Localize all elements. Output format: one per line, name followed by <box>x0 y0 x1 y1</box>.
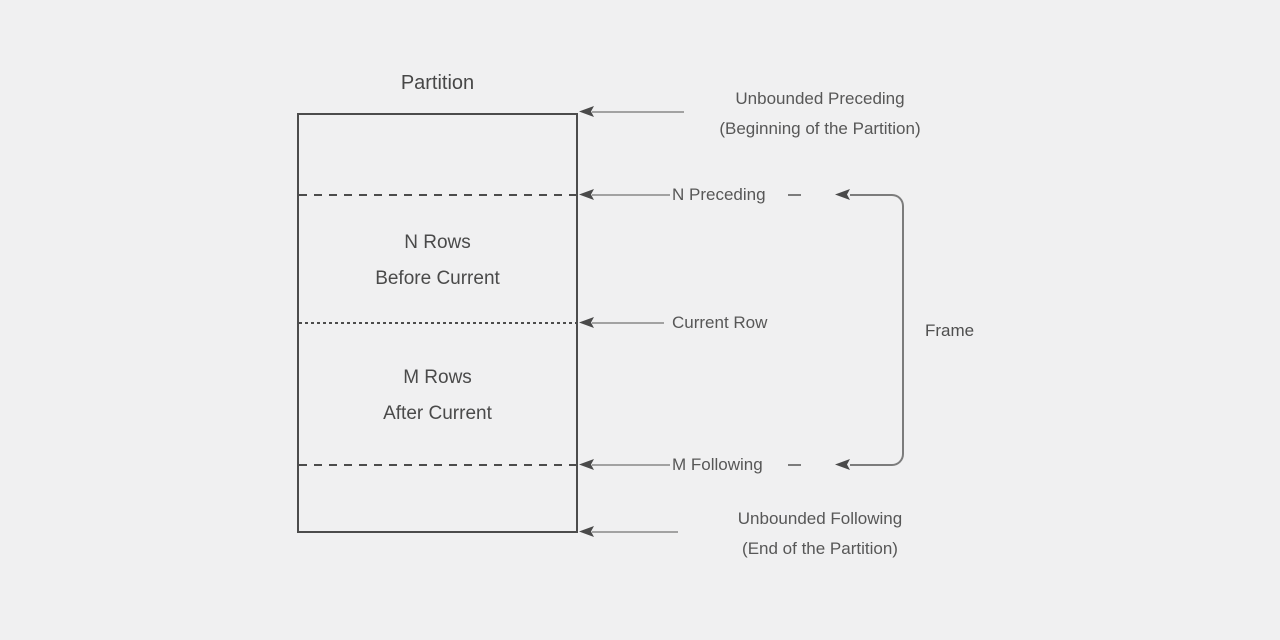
m-following-label: M Following <box>672 455 763 474</box>
m-following-arrow-line <box>592 464 670 466</box>
m-following-arrowhead-icon <box>579 459 594 470</box>
region-after-line1: M Rows <box>403 367 472 388</box>
m-following-boundary-line <box>299 464 576 466</box>
region-m-rows-after-current: M Rows After Current <box>299 360 576 432</box>
frame-bottom-arrowhead-icon <box>835 459 850 470</box>
unbounded-preceding-label: Unbounded Preceding (Beginning of the Pa… <box>670 84 970 144</box>
n-preceding-arrow-line <box>592 194 670 196</box>
unbounded-preceding-arrowhead-icon <box>579 106 594 117</box>
current-row-arrow-line <box>592 322 664 324</box>
current-row-boundary-line <box>299 322 576 324</box>
unbounded-preceding-label-line2: (Beginning of the Partition) <box>719 119 921 138</box>
frame-top-arrowhead-icon <box>835 189 850 200</box>
region-n-rows-before-current: N Rows Before Current <box>299 225 576 297</box>
unbounded-following-label: Unbounded Following (End of the Partitio… <box>670 504 970 564</box>
region-before-line2: Before Current <box>375 268 500 289</box>
frame-bracket <box>850 194 904 466</box>
region-before-line1: N Rows <box>404 232 471 253</box>
partition-title: Partition <box>400 72 475 94</box>
frame-label: Frame <box>925 321 975 340</box>
partition-box: N Rows Before Current M Rows After Curre… <box>297 113 578 533</box>
current-row-label: Current Row <box>672 313 768 332</box>
region-after-line2: After Current <box>383 403 492 424</box>
current-row-arrowhead-icon <box>579 317 594 328</box>
n-preceding-stub-line <box>788 194 801 196</box>
n-preceding-label: N Preceding <box>672 185 766 204</box>
n-preceding-boundary-line <box>299 194 576 196</box>
unbounded-following-arrow-line <box>592 531 678 533</box>
unbounded-following-label-line1: Unbounded Following <box>737 509 903 528</box>
unbounded-preceding-label-line1: Unbounded Preceding <box>735 89 905 108</box>
n-preceding-arrowhead-icon <box>579 189 594 200</box>
unbounded-following-arrowhead-icon <box>579 526 594 537</box>
unbounded-preceding-arrow-line <box>592 111 684 113</box>
m-following-stub-line <box>788 464 801 466</box>
unbounded-following-label-line2: (End of the Partition) <box>742 539 898 558</box>
